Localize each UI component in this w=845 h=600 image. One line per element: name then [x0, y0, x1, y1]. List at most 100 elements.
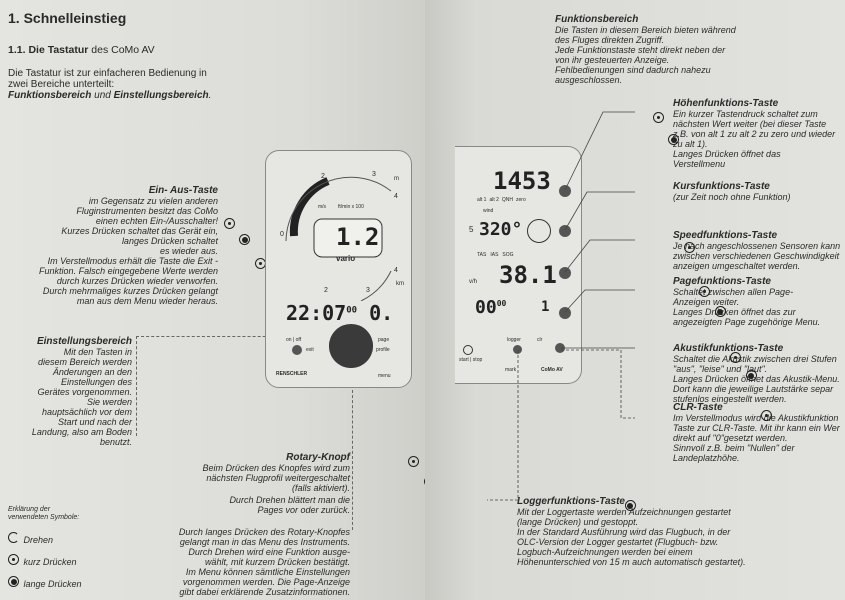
- time-tail: 0.: [369, 301, 394, 325]
- model-label: CoMo AV: [541, 367, 563, 373]
- settings-line: hauptsächlich vor dem: [41, 407, 132, 417]
- scale-neg4: 4: [394, 267, 398, 274]
- page-button[interactable]: [559, 307, 571, 319]
- altitude-button[interactable]: [559, 185, 571, 197]
- course-button[interactable]: [559, 225, 571, 237]
- long-press-icon: [624, 500, 636, 511]
- page-number: 1: [541, 299, 550, 315]
- mark-label: mark: [505, 367, 517, 373]
- time-value: 22:07: [286, 301, 347, 325]
- leader-lines-svg: [487, 111, 635, 501]
- func-line: Die Tasten in diesem Bereich bieten währ…: [555, 25, 736, 35]
- clr-title: CLR-Taste: [673, 402, 723, 413]
- onoff-line: einen echten Ein-/Ausschalter!: [95, 216, 218, 226]
- legend-short: kurz Drücken: [8, 552, 76, 570]
- legend-title-1: Erklärung der: [8, 506, 51, 513]
- settings-line: diesem Bereich werden: [37, 357, 132, 367]
- page-func-line: Schaltet zwischen allen Page-: [673, 287, 794, 297]
- section-heading: 1.1. Die Tastatur des CoMo AV: [8, 44, 155, 56]
- section-bold: Die Tastatur: [28, 44, 89, 56]
- speed-line: zwischen verschiedenen Geschwindigkeit: [673, 251, 840, 261]
- page-func-line: Anzeigen weiter.: [673, 297, 740, 307]
- legend-rotate: Drehen: [8, 530, 53, 548]
- rotary-line: nächsten Flugprofil weitergeschaltet: [206, 473, 350, 483]
- logger-line: Mit der Loggertaste werden Aufzeichnunge…: [517, 507, 731, 517]
- intro-settings: Einstellungsbereich: [113, 90, 209, 101]
- onoff-button[interactable]: [292, 345, 302, 355]
- clr-label: clr: [537, 337, 543, 343]
- intro-und: und: [91, 90, 114, 101]
- short-press-icon: [8, 554, 19, 565]
- alt-line: nächsten Wert weiter (bei dieser Taste: [673, 119, 827, 129]
- speed-button[interactable]: [559, 267, 571, 279]
- func-line: von ihr gesteuerten Anzeige.: [555, 55, 670, 65]
- func-line: Jede Funktionstaste steht direkt neben d…: [555, 45, 726, 55]
- wind-label: wind: [483, 208, 494, 214]
- page-sup: 00: [496, 299, 507, 308]
- onoff-line: im Gegensatz zu vielen anderen: [88, 196, 218, 206]
- settings-line: Start und nach der: [57, 417, 132, 427]
- onoff-block: Ein- Aus-Taste im Gegensatz zu vielen an…: [20, 185, 218, 256]
- rotary-pointer: [352, 390, 353, 530]
- logger-line: OLC-Version der Logger gestartet (Flugbu…: [517, 537, 719, 547]
- course-block: Kursfunktions-Taste (zur Zeit noch ohne …: [673, 181, 845, 202]
- func-text: Die Tasten in diesem Bereich bieten währ…: [555, 25, 736, 85]
- scale-2: 2: [321, 173, 325, 180]
- page-block: Pagefunktions-Taste Schaltet zwischen al…: [673, 276, 845, 327]
- tag-ias: IAS: [490, 252, 499, 258]
- exit-label: exit: [306, 347, 314, 353]
- scale-neg2: 2: [324, 287, 328, 294]
- logger-line: Höhenunterschied von 15 m auch automatis…: [517, 557, 746, 567]
- intro-line-3: Funktionsbereich und Einstellungsbereich…: [8, 90, 211, 101]
- unit-ms: m/s: [318, 204, 327, 210]
- page-func-title: Pagefunktions-Taste: [673, 276, 771, 287]
- legend-long-label: lange Drücken: [23, 579, 82, 589]
- speed-title: Speedfunktions-Taste: [673, 230, 778, 241]
- compass-icon: [527, 219, 551, 243]
- rotary-line: Durch langes Drücken des Rotary-Knopfes: [178, 527, 350, 537]
- intro-line-2: zwei Bereiche unterteilt:: [8, 79, 115, 90]
- exit-line: Im Verstellmodus erhält die Taste die Ex…: [47, 256, 218, 266]
- alt-line: Verstellmenu: [673, 159, 726, 169]
- settings-bracket: [136, 336, 137, 436]
- rotary-line: vorgenommen werden. Die Page-Anzeige: [182, 577, 350, 587]
- func-line: des Fluges direkten Zugriff.: [555, 35, 665, 45]
- acoustic-line: Langes Drücken öffnet das Akustik-Menu.: [673, 374, 840, 384]
- page-label: page: [378, 337, 390, 343]
- clr-line: Im Verstellmodus wird die Akustikfunktio…: [673, 413, 839, 423]
- clr-line: Taste zur CLR-Taste. Mit ihr kann ein We…: [673, 423, 840, 433]
- alt-line: Langes Drücken öffnet das: [673, 149, 781, 159]
- rotary-line: gelangt man in das Menu des Instruments.: [179, 537, 350, 547]
- page-display: 0000: [475, 297, 506, 318]
- onoff-line: Kurzes Drücken schaltet das Gerät ein,: [61, 226, 218, 236]
- logger-line: In der Standard Ausführung wird das Flug…: [517, 527, 731, 537]
- clr-text: Im Verstellmodus wird die Akustikfunktio…: [673, 413, 845, 463]
- start-stop-button[interactable]: [463, 345, 473, 355]
- vario-label: vario: [336, 254, 356, 263]
- acoustic-block: Akustikfunktions-Taste Schaltet die Akus…: [673, 343, 845, 404]
- logger-text: Mit der Loggertaste werden Aufzeichnunge…: [517, 507, 845, 567]
- intro-text: Die Tastatur ist zur einfacheren Bedienu…: [8, 68, 211, 101]
- acoustic-line: Dort kann die jeweilige Lautstärke separ: [673, 384, 834, 394]
- logger-line: Logbuch-Aufzeichnungen werden bei einem: [517, 547, 693, 557]
- rotary-block: Rotary-Knopf Beim Drücken des Knopfes wi…: [160, 452, 350, 597]
- acoustic-button[interactable]: [555, 343, 565, 353]
- profile-label: profile: [376, 347, 390, 353]
- scale-neg3: 3: [366, 287, 370, 294]
- logger-button[interactable]: [513, 345, 522, 354]
- settings-line: benutzt.: [99, 437, 132, 447]
- acoustic-text: Schaltet die Akustik zwischen drei Stufe…: [673, 354, 845, 404]
- rotary-knob[interactable]: [329, 324, 373, 368]
- func-title: Funktionsbereich: [555, 14, 639, 25]
- page-func-line: Langes Drücken öffnet das zur: [673, 307, 796, 317]
- acoustic-title: Akustikfunktions-Taste: [673, 343, 784, 354]
- legend-rotate-label: Drehen: [23, 535, 53, 545]
- settings-bracket-top: [136, 336, 286, 337]
- settings-line: Einstellungen des: [60, 377, 132, 387]
- rotary-line: gibt dabei erklärende Zusatzinformatione…: [179, 587, 350, 597]
- course-text: (zur Zeit noch ohne Funktion): [673, 192, 845, 202]
